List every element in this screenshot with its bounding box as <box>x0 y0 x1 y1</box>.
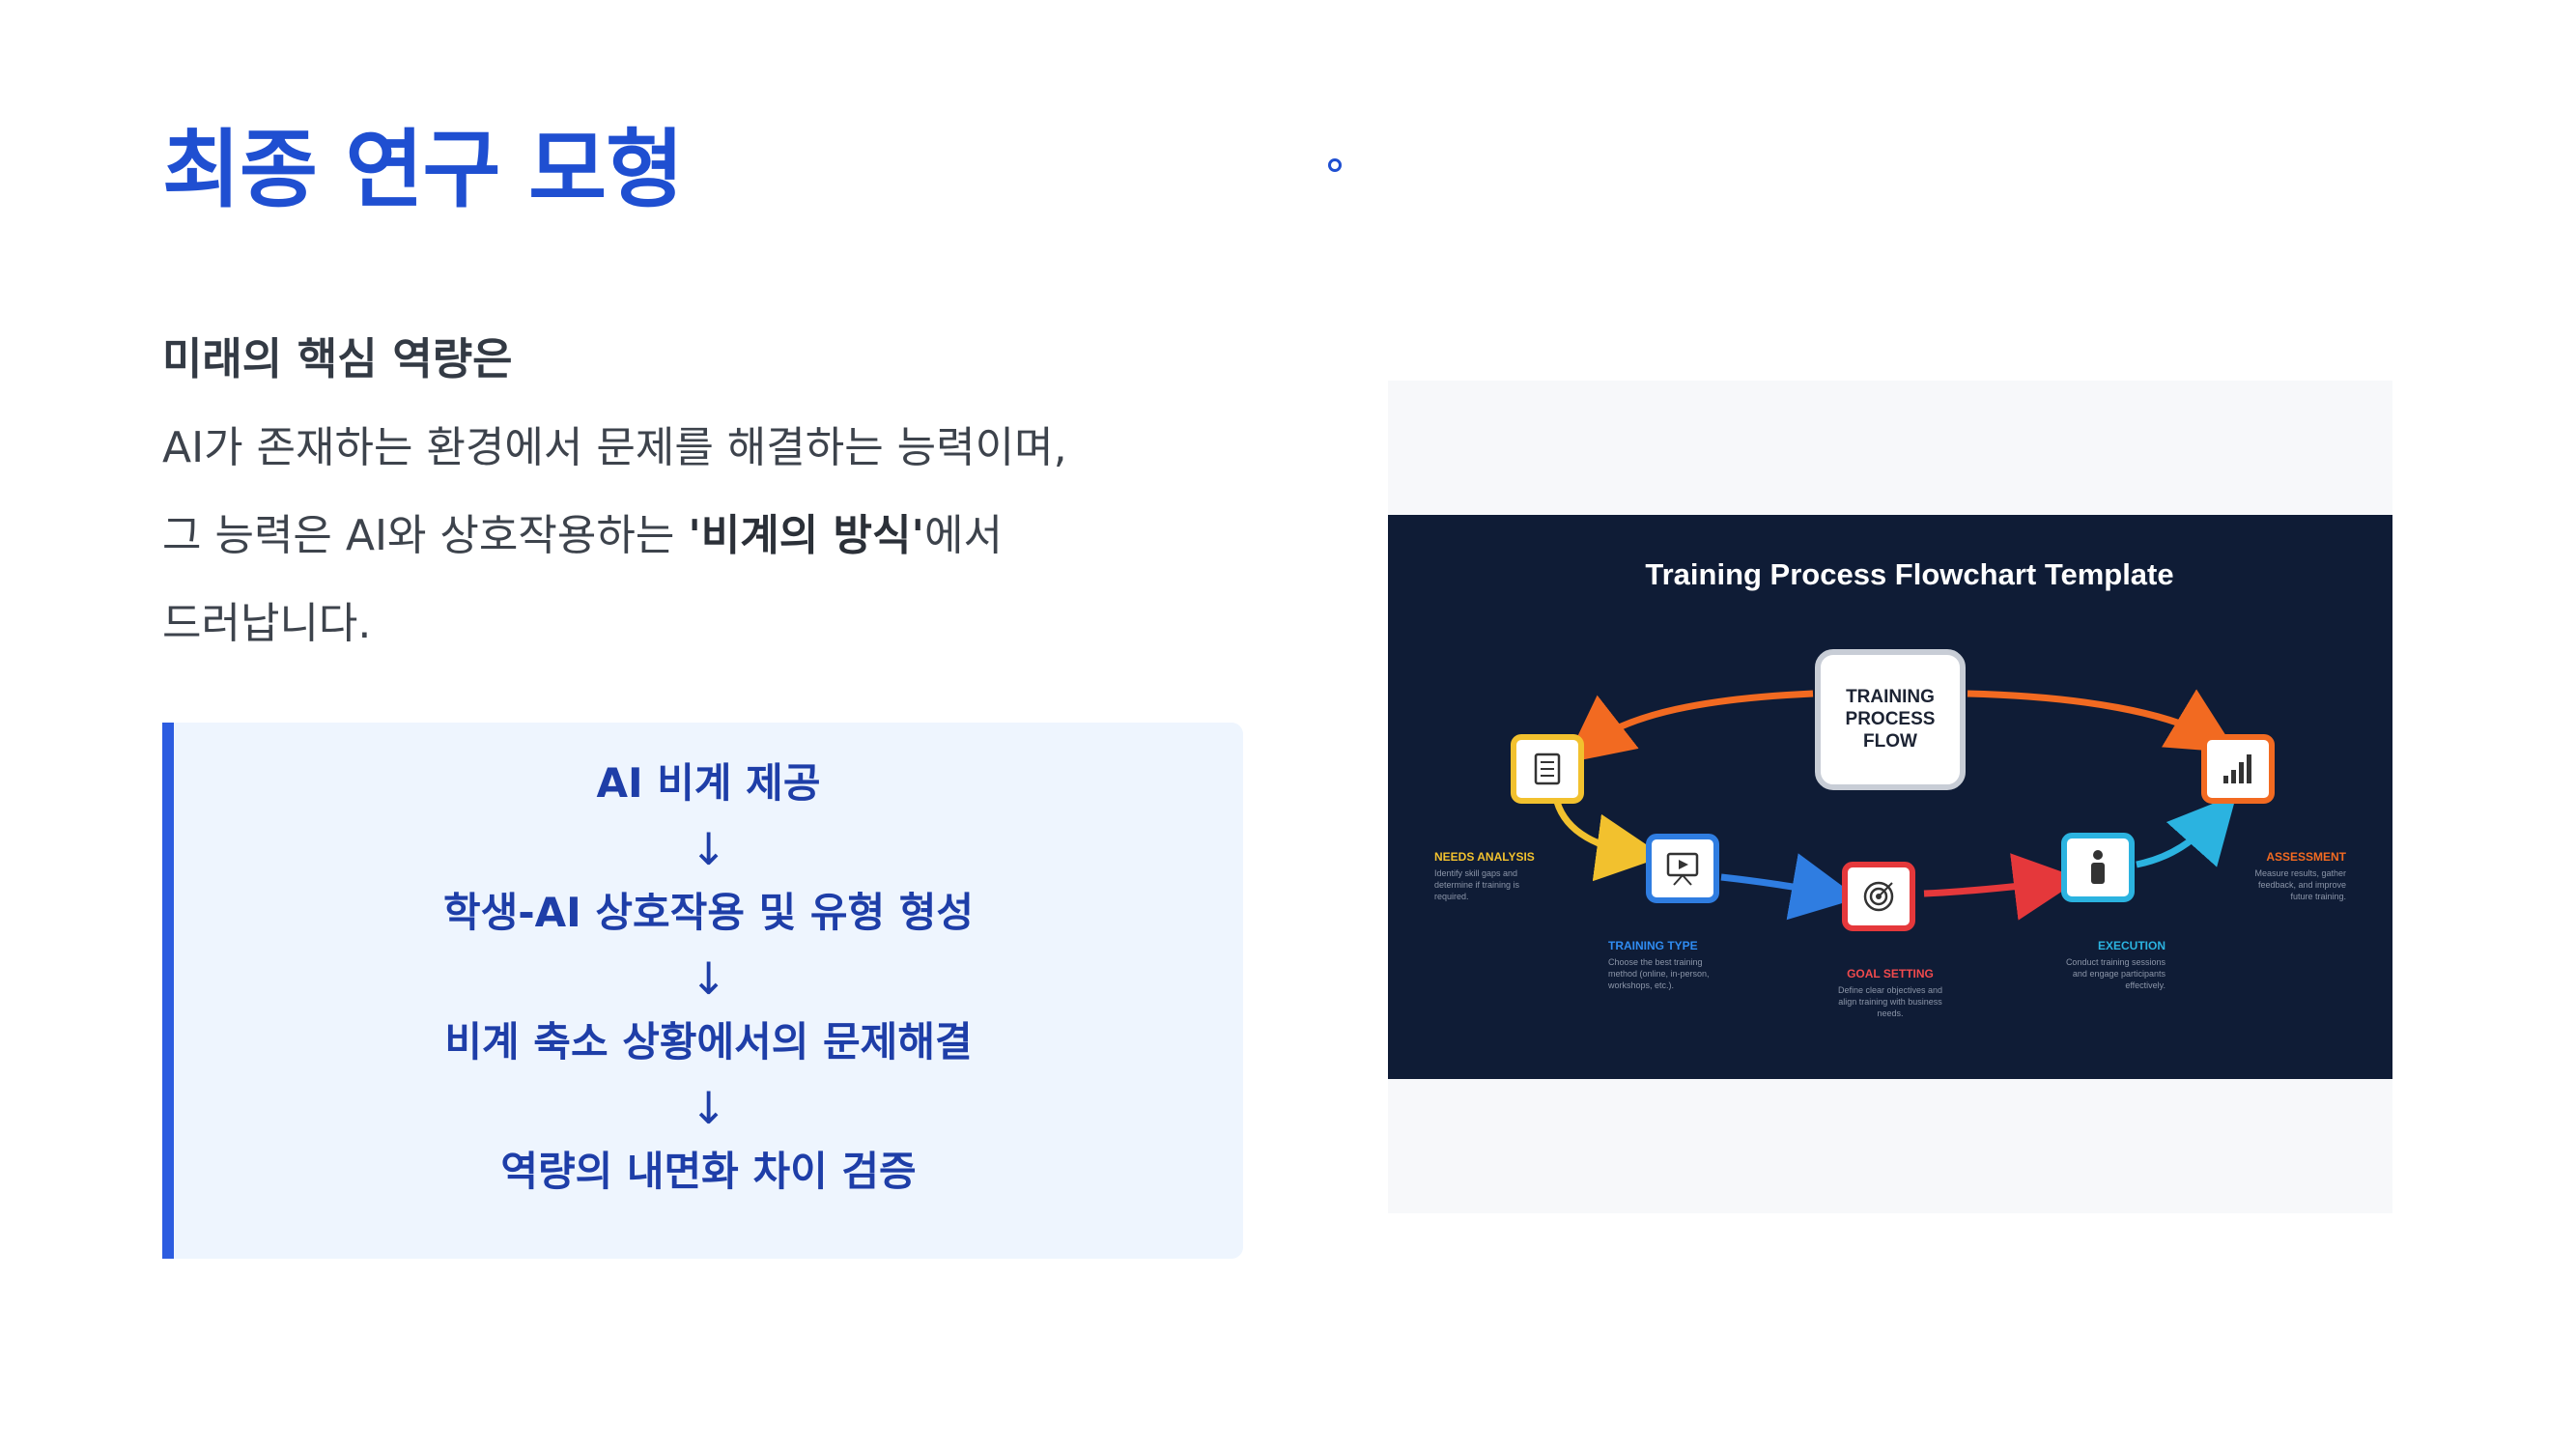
presentation-icon <box>1666 852 1699 886</box>
goal-desc-3: needs. <box>1877 1009 1903 1018</box>
execution-label: EXECUTION <box>2098 939 2166 952</box>
needs-desc-2: determine if training is <box>1434 880 1520 890</box>
flowchart-image-frame: Training Process Flowchart Template TRAI… <box>1388 381 2392 1213</box>
down-arrow-icon: ↓ <box>690 1082 727 1134</box>
flowchart-image: Training Process Flowchart Template TRAI… <box>1388 515 2392 1079</box>
body-line-1: AI가 존재하는 환경에서 문제를 해결하는 능력이며, <box>162 423 1067 472</box>
training-desc-2: method (online, in-person, <box>1608 969 1710 979</box>
execution-desc-3: effectively. <box>2125 980 2166 990</box>
body-line-2-pre: 그 능력은 AI와 상호작용하는 <box>162 511 689 560</box>
page-title: 최종 연구 모형 <box>162 120 684 219</box>
body-line-2-post: 에서 <box>923 511 1003 560</box>
body-line-2: 그 능력은 AI와 상호작용하는 '비계의 방식'에서 <box>162 511 1003 562</box>
training-desc-1: Choose the best training <box>1608 957 1703 967</box>
arrow-execution-to-assessment <box>2136 794 2237 868</box>
bar-chart-icon <box>2223 754 2251 783</box>
subheading: 미래의 핵심 역량은 <box>162 333 513 384</box>
assessment-node <box>2201 734 2275 804</box>
needs-desc-1: Identify skill gaps and <box>1434 868 1517 878</box>
flow-step-4: 역량의 내면화 차이 검증 <box>500 1148 917 1195</box>
training-node <box>1646 834 1719 903</box>
training-label: TRAINING TYPE <box>1608 939 1698 952</box>
flowchart-title: Training Process Flowchart Template <box>1645 557 2173 591</box>
flow-step-2: 학생-AI 상호작용 및 유형 형성 <box>442 889 975 936</box>
assessment-desc-2: feedback, and improve <box>2258 880 2346 890</box>
research-flow-box: AI 비계 제공 ↓ 학생-AI 상호작용 및 유형 형성 ↓ 비계 축소 상황… <box>162 723 1243 1259</box>
execution-desc-1: Conduct training sessions <box>2066 957 2166 967</box>
flowchart-svg: Training Process Flowchart Template TRAI… <box>1434 557 2347 1018</box>
arrow-goal-to-execution <box>1923 853 2081 921</box>
center-label-2: PROCESS <box>1846 709 1936 729</box>
center-label-1: TRAINING <box>1846 687 1935 707</box>
goal-desc-1: Define clear objectives and <box>1838 985 1942 995</box>
arrow-needs-to-training <box>1553 800 1664 882</box>
needs-label: NEEDS ANALYSIS <box>1434 850 1535 864</box>
target-icon <box>1863 881 1894 912</box>
needs-desc-3: required. <box>1434 892 1469 901</box>
execution-desc-2: and engage participants <box>2073 969 2166 979</box>
arrow-center-to-needs <box>1564 690 1814 764</box>
arrow-training-to-goal <box>1720 853 1859 921</box>
flow-step-3: 비계 축소 상황에서의 문제해결 <box>444 1018 973 1065</box>
down-arrow-icon: ↓ <box>690 823 727 875</box>
training-desc-3: workshops, etc.). <box>1607 980 1674 990</box>
decorative-dot <box>1328 158 1342 172</box>
flow-step-1: AI 비계 제공 <box>596 759 821 807</box>
arrow-center-to-assessment <box>1967 689 2238 753</box>
center-label-3: FLOW <box>1863 731 1917 752</box>
person-icon <box>2091 850 2105 884</box>
goal-label: GOAL SETTING <box>1847 967 1934 980</box>
body-line-2-bold: '비계의 방식' <box>688 511 924 560</box>
assessment-desc-3: future training. <box>2290 892 2346 901</box>
center-node <box>1815 649 1966 790</box>
goal-desc-2: align training with business <box>1838 997 1942 1007</box>
down-arrow-icon: ↓ <box>690 952 727 1005</box>
assessment-desc-1: Measure results, gather <box>2254 868 2346 878</box>
body-line-3: 드러납니다. <box>162 599 372 648</box>
checklist-icon <box>1534 753 1561 785</box>
assessment-label: ASSESSMENT <box>2266 850 2346 864</box>
